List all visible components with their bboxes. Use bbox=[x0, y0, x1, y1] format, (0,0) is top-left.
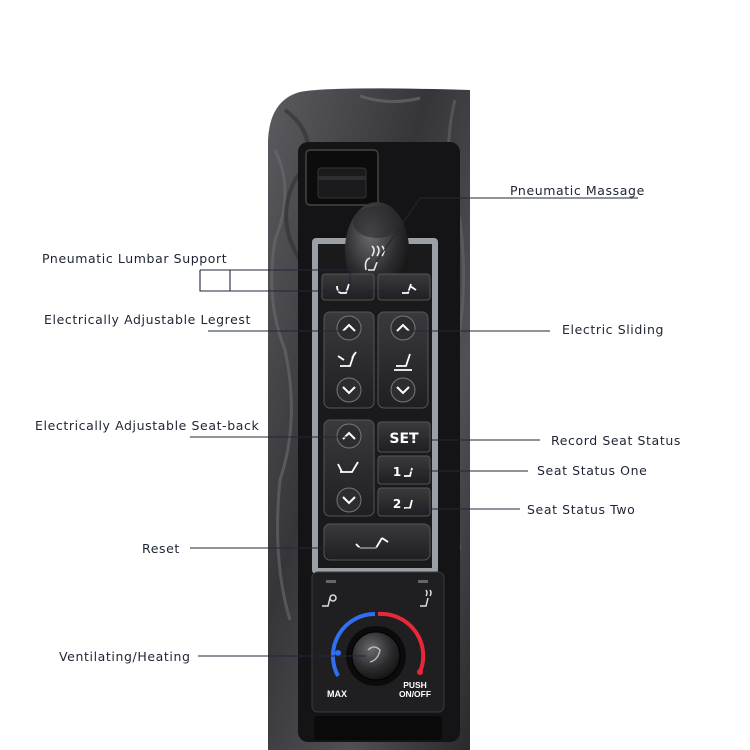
push-label: PUSH bbox=[403, 680, 427, 690]
memory-two-button[interactable]: 2 bbox=[393, 497, 401, 511]
label-seat-status-two: Seat Status Two bbox=[527, 502, 636, 517]
heating-icon bbox=[420, 589, 432, 607]
label-seat-status-one: Seat Status One bbox=[537, 463, 648, 478]
slide-rocker[interactable] bbox=[377, 311, 429, 409]
leader-lines bbox=[190, 197, 638, 657]
label-reset: Reset bbox=[142, 541, 180, 556]
label-pneumatic-massage: Pneumatic Massage bbox=[510, 183, 645, 198]
climate-module: MAX PUSH ON/OFF bbox=[311, 571, 445, 713]
label-pneumatic-lumbar-support: Pneumatic Lumbar Support bbox=[42, 251, 228, 266]
label-seat-back: Electrically Adjustable Seat-back bbox=[35, 418, 260, 433]
max-label: MAX bbox=[327, 689, 347, 699]
reset-button[interactable] bbox=[323, 523, 431, 561]
legrest-rocker[interactable] bbox=[323, 311, 375, 409]
ventilation-icon bbox=[322, 594, 337, 607]
warm-arc bbox=[377, 611, 426, 673]
cool-arc bbox=[330, 611, 376, 677]
label-legrest: Electrically Adjustable Legrest bbox=[44, 312, 252, 327]
label-ventilating-heating: Ventilating/Heating bbox=[59, 649, 191, 664]
label-electric-sliding: Electric Sliding bbox=[562, 322, 665, 337]
set-button[interactable]: SET bbox=[389, 431, 419, 447]
label-record-seat-status: Record Seat Status bbox=[551, 433, 681, 448]
lumbar-buttons[interactable] bbox=[321, 273, 431, 301]
bottom-slot bbox=[314, 716, 442, 740]
onoff-label: ON/OFF bbox=[399, 689, 431, 699]
seatback-rocker[interactable] bbox=[323, 419, 375, 517]
memory-one-button[interactable]: 1 bbox=[393, 465, 401, 479]
memory-buttons[interactable]: SET 1 2 bbox=[377, 421, 431, 517]
latch bbox=[305, 149, 379, 206]
